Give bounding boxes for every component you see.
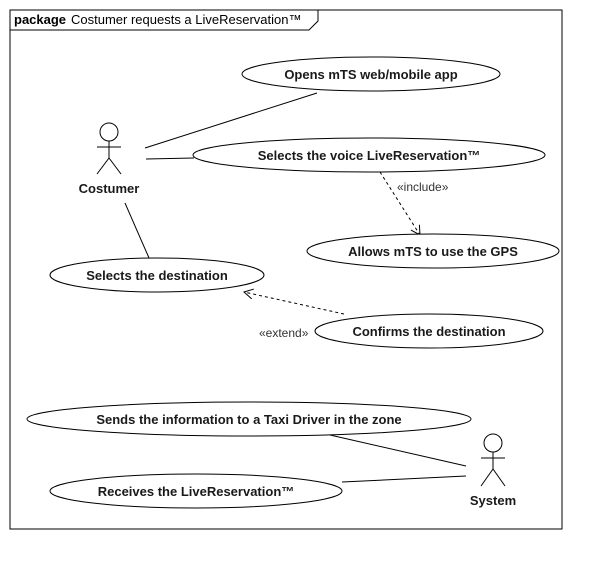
extend-dependency: «extend» — [242, 288, 345, 340]
assoc-costumer-selects-destination — [124, 202, 150, 259]
use-case-label: Confirms the destination — [352, 324, 505, 339]
actor-system — [480, 433, 506, 487]
package-frame: package Costumer requests a LiveReservat… — [9, 9, 563, 530]
package-keyword: package — [14, 12, 66, 27]
use-case-confirms-destination: Confirms the destination — [314, 313, 544, 349]
actor-costumer-label: Costumer — [79, 181, 140, 196]
use-case-label: Receives the LiveReservation™ — [98, 484, 295, 499]
include-label: «include» — [397, 180, 449, 194]
actor-costumer — [96, 122, 122, 175]
assoc-costumer-opens-app — [144, 92, 318, 149]
use-case-label: Allows mTS to use the GPS — [348, 244, 518, 259]
assoc-system-receives-reservation — [341, 475, 467, 483]
use-case-label: Opens mTS web/mobile app — [284, 67, 457, 82]
package-title: Costumer requests a LiveReservation™ — [71, 12, 302, 27]
use-case-label: Selects the voice LiveReservation™ — [258, 148, 481, 163]
associations — [124, 92, 467, 483]
actor-head-icon — [99, 122, 119, 142]
extend-label: «extend» — [259, 326, 309, 340]
include-dependency: «include» — [379, 171, 449, 236]
use-case-selects-destination: Selects the destination — [49, 257, 265, 293]
use-case-opens-app: Opens mTS web/mobile app — [241, 56, 501, 92]
use-case-allows-gps: Allows mTS to use the GPS — [306, 233, 560, 269]
actor-head-icon — [483, 433, 503, 453]
assoc-system-sends-information — [329, 434, 467, 467]
use-case-label: Sends the information to a Taxi Driver i… — [96, 412, 401, 427]
use-case-selects-voice: Selects the voice LiveReservation™ — [192, 137, 546, 173]
use-case-receives-reservation: Receives the LiveReservation™ — [49, 473, 343, 509]
actor-system-label: System — [470, 493, 516, 508]
assoc-costumer-selects-voice — [145, 157, 195, 160]
use-case-label: Selects the destination — [86, 268, 228, 283]
use-case-sends-information: Sends the information to a Taxi Driver i… — [26, 401, 472, 437]
